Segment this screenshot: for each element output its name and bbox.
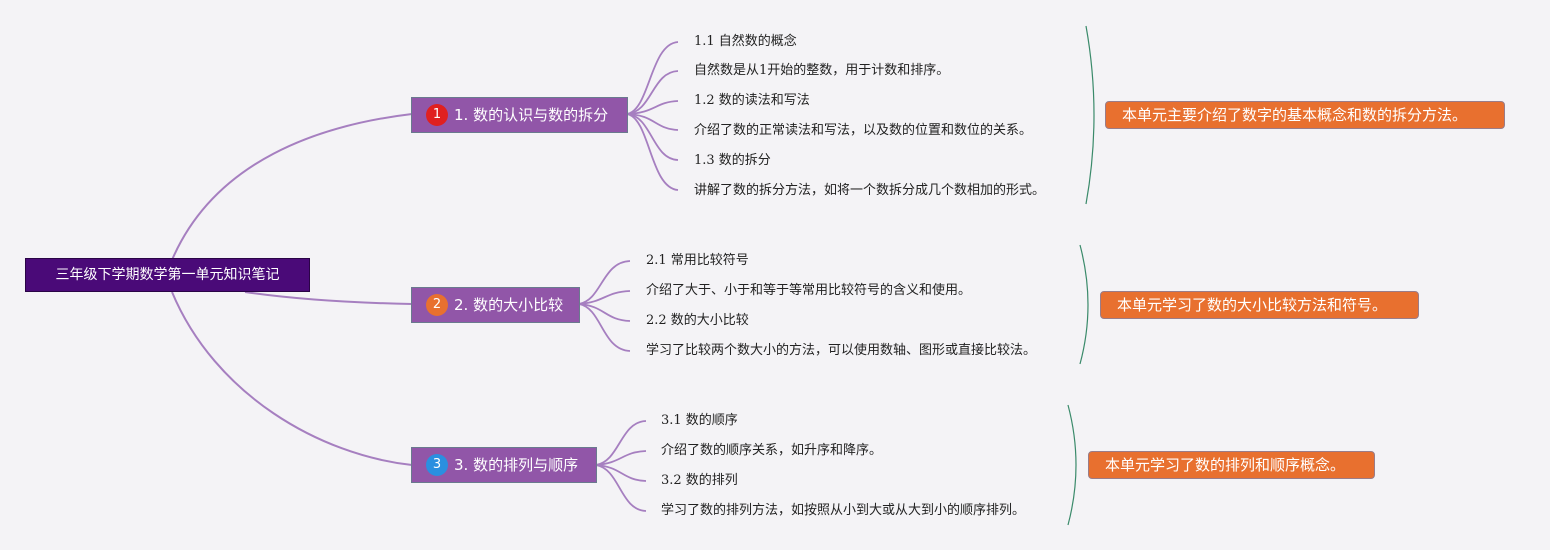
branch-topic-2-label: 2. 数的大小比较 — [454, 296, 564, 314]
branch-topic-3[interactable]: 3 3. 数的排列与顺序 — [411, 447, 597, 483]
root-topic[interactable]: 三年级下学期数学第一单元知识笔记 — [25, 258, 310, 292]
leaf-3-4[interactable]: 学习了数的排列方法，如按照从小到大或从大到小的顺序排列。 — [661, 503, 1026, 518]
branch-topic-3-label: 3. 数的排列与顺序 — [454, 456, 579, 474]
branch-2-leaf-connectors — [578, 260, 631, 352]
branch-topic-1[interactable]: 1 1. 数的认识与数的拆分 — [411, 97, 628, 133]
leaf-1-2[interactable]: 自然数是从1开始的整数，用于计数和排序。 — [694, 63, 950, 78]
root-to-branch-3 — [171, 291, 413, 466]
leaf-1-4[interactable]: 介绍了数的正常读法和写法，以及数的位置和数位的关系。 — [694, 123, 1033, 138]
leaf-2-3[interactable]: 2.2 数的大小比较 — [646, 313, 749, 328]
leaf-2-1[interactable]: 2.1 常用比较符号 — [646, 253, 749, 268]
leaf-3-3[interactable]: 3.2 数的排列 — [661, 473, 738, 488]
leaf-1-5[interactable]: 1.3 数的拆分 — [694, 153, 771, 168]
branch-3-leaf-connectors — [595, 420, 647, 512]
branch-1-leaf-connectors — [626, 41, 679, 191]
leaf-1-3[interactable]: 1.2 数的读法和写法 — [694, 93, 810, 108]
branch-topic-2[interactable]: 2 2. 数的大小比较 — [411, 287, 580, 323]
number-3-icon: 3 — [426, 454, 448, 476]
leaf-1-6[interactable]: 讲解了数的拆分方法，如将一个数拆分成几个数相加的形式。 — [694, 183, 1046, 198]
leaf-1-1[interactable]: 1.1 自然数的概念 — [694, 34, 797, 49]
leaf-3-2[interactable]: 介绍了数的顺序关系，如升序和降序。 — [661, 443, 883, 458]
leaf-2-2[interactable]: 介绍了大于、小于和等于等常用比较符号的含义和使用。 — [646, 283, 972, 298]
bracket-3 — [1067, 404, 1077, 526]
bracket-1 — [1085, 25, 1095, 205]
leaf-3-1[interactable]: 3.1 数的顺序 — [661, 413, 738, 428]
root-to-branch-1 — [171, 113, 413, 261]
number-2-icon: 2 — [426, 294, 448, 316]
bracket-2 — [1079, 244, 1089, 365]
summary-1[interactable]: 本单元主要介绍了数字的基本概念和数的拆分方法。 — [1105, 101, 1505, 129]
leaf-2-4[interactable]: 学习了比较两个数大小的方法，可以使用数轴、图形或直接比较法。 — [646, 343, 1037, 358]
root-to-branch-2 — [244, 291, 413, 305]
number-1-icon: 1 — [426, 104, 448, 126]
summary-2[interactable]: 本单元学习了数的大小比较方法和符号。 — [1100, 291, 1419, 319]
branch-topic-1-label: 1. 数的认识与数的拆分 — [454, 106, 609, 124]
summary-3[interactable]: 本单元学习了数的排列和顺序概念。 — [1088, 451, 1375, 479]
